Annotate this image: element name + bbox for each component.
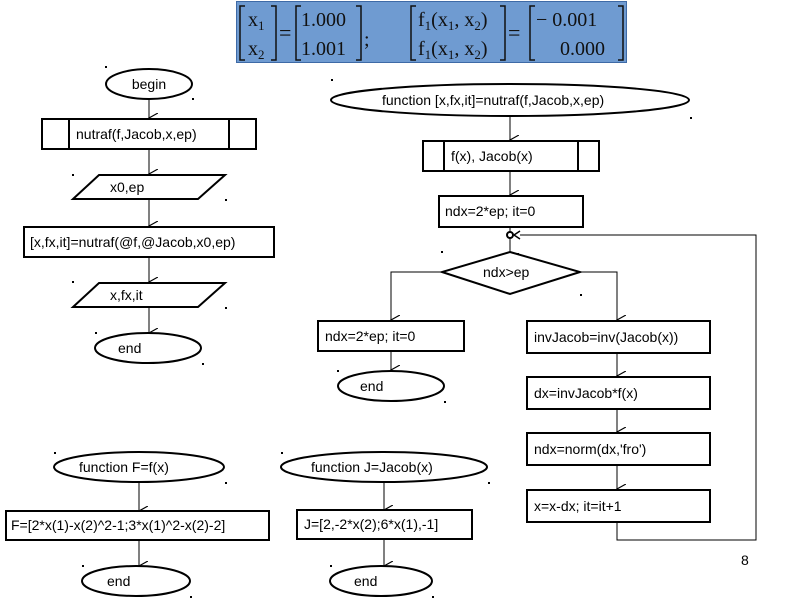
jacob-end-label: end	[354, 573, 377, 589]
loop-step-box	[526, 432, 711, 466]
main-end-label: end	[118, 340, 141, 356]
main-output-label: x,fx,it	[110, 287, 143, 303]
nutraf-flow: function [x,fx,it]=nutraf(f,Jacob,x,ep) …	[317, 83, 757, 541]
eq-separator: ;	[364, 29, 370, 51]
nutraf-end-label: end	[360, 378, 383, 394]
loop-step-label: ndx=norm(dx,'fro')	[534, 441, 646, 457]
jacob-function-flow: function J=Jacob(x) J=[2,-2*x(2);6*x(1),…	[280, 451, 488, 597]
main-call-label: nutraf(f,Jacob,x,ep)	[76, 126, 197, 142]
loop-step-box	[526, 489, 711, 523]
loop-steps: invJacob=inv(Jacob(x)) dx=invJacob*f(x) nd…	[526, 320, 711, 523]
nutraf-decision-label: ndx>ep	[483, 264, 530, 280]
nutraf-call-box	[422, 140, 600, 172]
eq-value-x2: 1.001	[301, 38, 346, 60]
eq-f1: f1(x1, x2)	[418, 9, 488, 33]
f-body-label: F=[2*x(1)-x(2)^2-1;3*x(1)^2-x(2)-2]	[11, 517, 225, 533]
main-end-terminal	[94, 332, 202, 364]
loop-back-connector	[520, 234, 757, 541]
nutraf-init-label: ndx=2*ep; it=0	[445, 203, 536, 219]
equation-svg: x1 x2 = 1.000 1.001 ; f1(x1, x2) f1(x1, …	[239, 5, 624, 62]
main-call-box	[41, 118, 257, 150]
eq-f2: f1(x1, x2)	[418, 38, 488, 62]
main-output-parallelogram	[70, 282, 228, 308]
f-body-box	[5, 510, 270, 541]
nutraf-end-terminal	[337, 370, 445, 402]
loop-step-box	[526, 376, 711, 410]
loop-step-label: x=x-dx; it=it+1	[534, 498, 622, 514]
main-flow: begin nutraf(f,Jacob,x,ep) x0,ep [x,fx,i…	[23, 68, 275, 364]
loop-junction	[506, 231, 514, 239]
eq-value-x1: 1.000	[301, 9, 346, 31]
f-end-terminal	[81, 565, 191, 597]
jacob-body-label: J=[2,-2*x(2);6*x(1),-1]	[304, 516, 438, 532]
jacob-header-label: function J=Jacob(x)	[311, 459, 433, 475]
nutraf-no-branch-label: ndx=2*ep; it=0	[325, 328, 416, 344]
eq-equals-2: =	[508, 20, 520, 45]
selection-handle-dots	[54, 66, 692, 598]
nutraf-no-branch-box	[317, 320, 465, 352]
f-end-label: end	[107, 573, 130, 589]
nutraf-decision	[438, 250, 584, 296]
f-function-flow: function F=f(x) F=[2*x(1)-x(2)^2-1;3*x(1…	[5, 451, 270, 597]
nutraf-call-label: f(x), Jacob(x)	[451, 148, 533, 164]
jacob-end-terminal	[329, 565, 433, 597]
nutraf-init-box	[438, 195, 584, 228]
equation-banner: x1 x2 = 1.000 1.001 ; f1(x1, x2) f1(x1, …	[236, 1, 627, 63]
nutraf-header-label: function [x,fx,it]=nutraf(f,Jacob,x,ep)	[382, 92, 604, 108]
main-input-label: x0,ep	[110, 179, 144, 195]
eq-equals-1: =	[279, 20, 291, 45]
eq-value-f1: − 0.001	[536, 9, 597, 31]
main-begin-label: begin	[132, 76, 166, 92]
main-input-parallelogram	[70, 174, 228, 200]
page-number: 8	[741, 552, 749, 568]
loop-step-label: invJacob=inv(Jacob(x))	[534, 329, 678, 345]
eq-x2: x2	[248, 38, 265, 62]
loop-step-box	[526, 320, 711, 354]
eq-x1: x1	[248, 9, 265, 33]
eq-value-f2: 0.000	[560, 38, 605, 60]
f-header-label: function F=f(x)	[79, 459, 169, 475]
main-assign-label: [x,fx,it]=nutraf(@f,@Jacob,x0,ep)	[30, 234, 235, 250]
loop-step-label: dx=invJacob*f(x)	[534, 385, 638, 401]
